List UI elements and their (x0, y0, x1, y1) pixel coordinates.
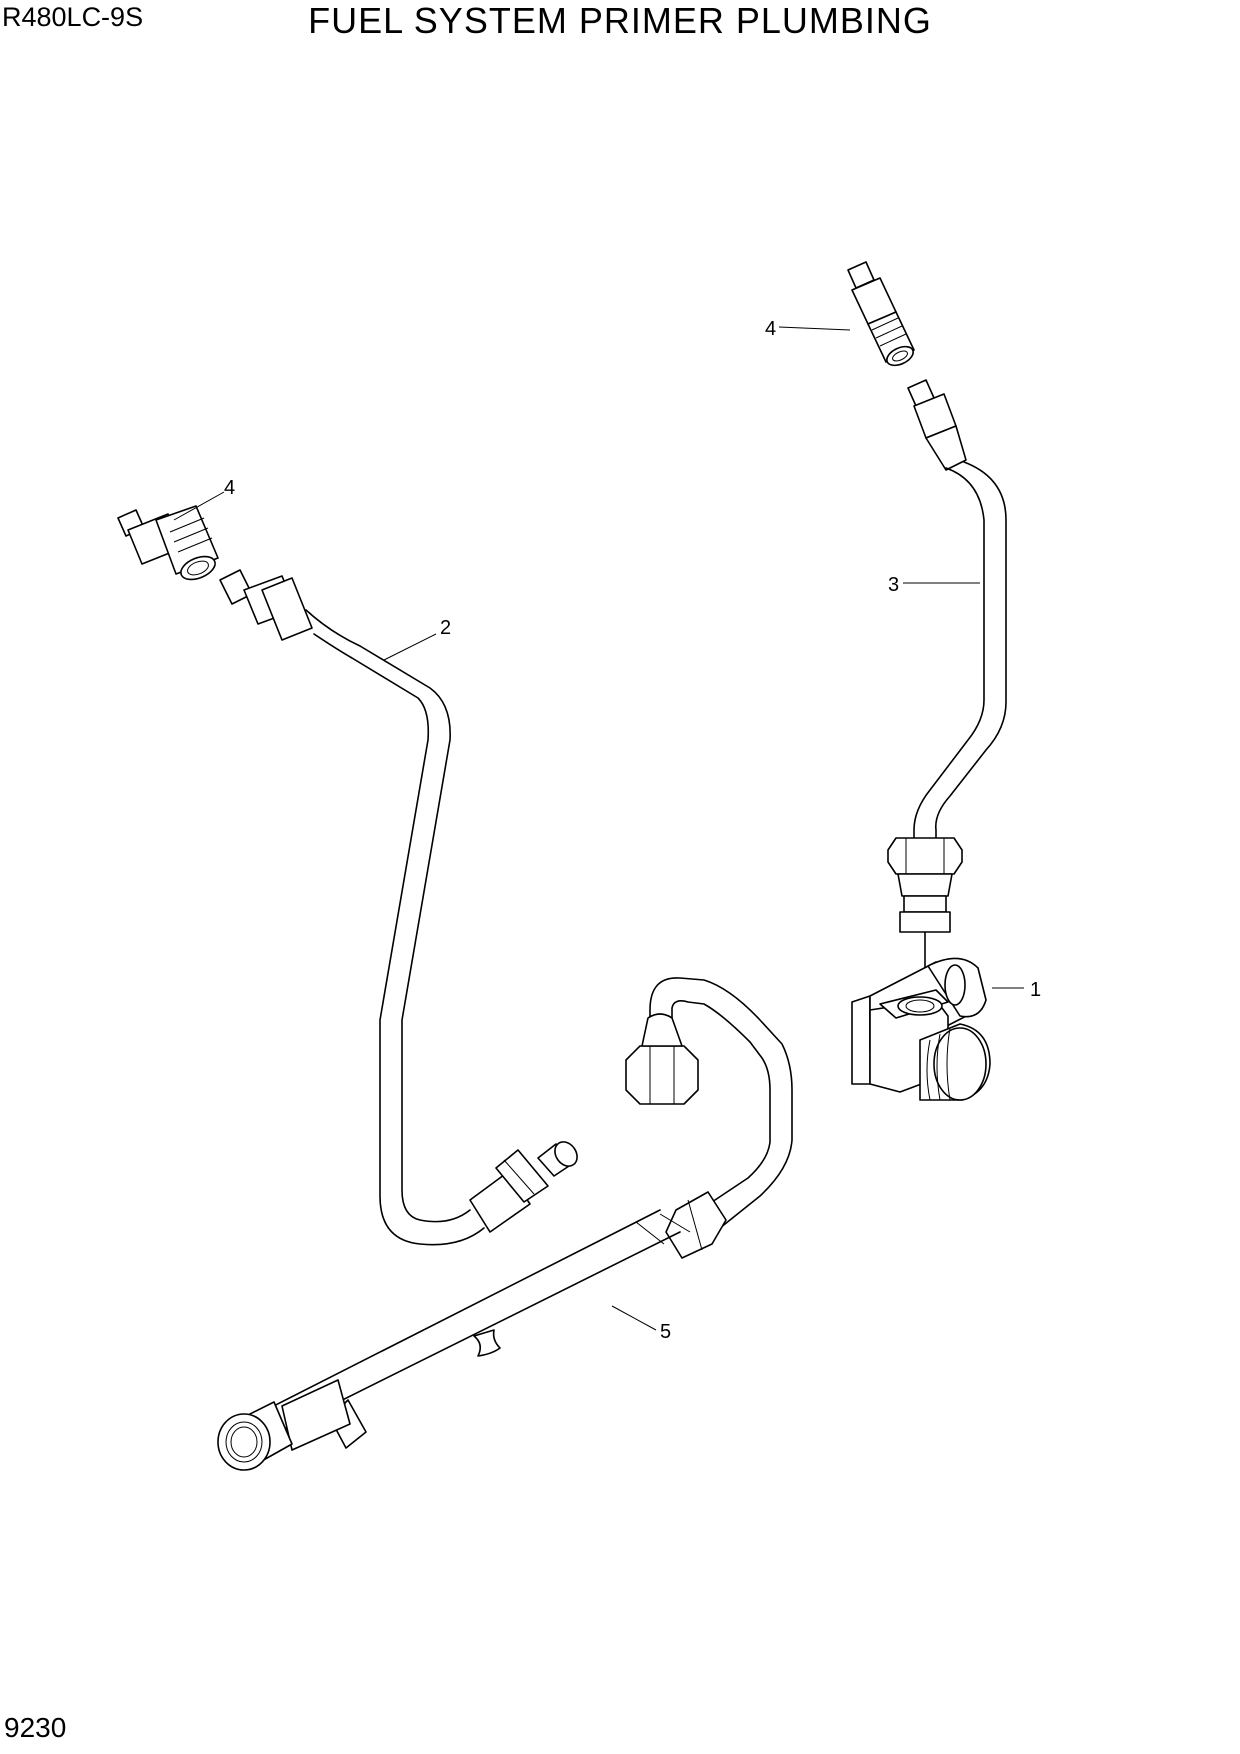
hose-part-5 (217, 977, 793, 1471)
callout-5: 5 (660, 1321, 671, 1343)
model-number: R480LC-9S (2, 2, 144, 32)
fitting-part-1 (851, 957, 991, 1101)
page-number: 9230 (4, 1712, 67, 1743)
callout-leaders (173, 326, 1024, 1331)
page-title: FUEL SYSTEM PRIMER PLUMBING (308, 0, 932, 41)
callout-3: 3 (888, 574, 899, 596)
callout-2: 2 (440, 617, 451, 639)
callout-1: 1 (1030, 979, 1041, 1001)
callout-4-upper: 4 (765, 318, 776, 340)
connector-part-4-left (117, 505, 219, 581)
pipe-part-2 (219, 569, 578, 1246)
connector-part-4-upper (847, 261, 915, 367)
pipe-part-3 (887, 379, 1007, 1009)
callout-4-left: 4 (224, 477, 235, 499)
